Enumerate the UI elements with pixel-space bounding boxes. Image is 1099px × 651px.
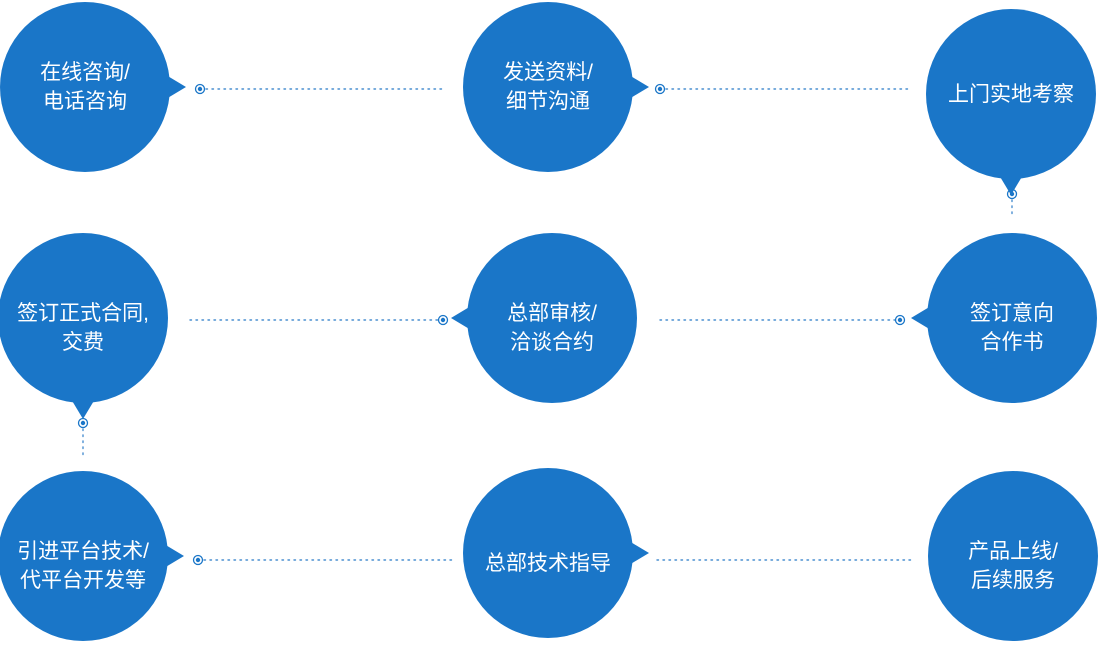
step-node-1	[0, 2, 186, 172]
step-node-2	[463, 2, 649, 172]
step-pointer-3	[999, 175, 1023, 195]
step-circle-1	[0, 2, 170, 172]
step-pointer-8	[629, 541, 649, 565]
step-circle-4	[927, 233, 1097, 403]
step-node-8	[463, 468, 649, 638]
step-circle-2	[463, 2, 633, 172]
step-circle-9	[928, 471, 1098, 641]
connectors	[77, 83, 1018, 566]
step-node-4	[911, 233, 1097, 403]
step-node-9	[928, 471, 1098, 641]
connector-2	[654, 83, 909, 95]
step-circle-5	[467, 233, 637, 403]
step-circle-3	[926, 9, 1096, 179]
connector-3	[1006, 188, 1018, 217]
step-circle-6	[0, 233, 168, 403]
step-pointer-5	[451, 306, 471, 330]
connector-dot-7	[195, 557, 201, 563]
connector-dot-1	[197, 86, 203, 92]
connector-5	[189, 314, 449, 326]
connector-dot-2	[657, 86, 663, 92]
connector-7	[192, 554, 456, 566]
connector-4	[659, 314, 906, 326]
step-pointer-7	[164, 544, 184, 568]
step-node-7	[0, 471, 184, 641]
step-pointer-6	[71, 399, 95, 419]
step-pointer-4	[911, 306, 931, 330]
step-circle-7	[0, 471, 168, 641]
step-pointer-1	[166, 75, 186, 99]
connector-dot-4	[897, 317, 903, 323]
connector-dot-6	[80, 420, 86, 426]
connector-1	[194, 83, 447, 95]
step-circle-8	[463, 468, 633, 638]
step-node-5	[451, 233, 637, 403]
connector-dot-5	[440, 317, 446, 323]
step-node-6	[0, 233, 168, 419]
connector-6	[77, 417, 89, 459]
step-pointer-2	[629, 75, 649, 99]
step-node-3	[926, 9, 1096, 195]
